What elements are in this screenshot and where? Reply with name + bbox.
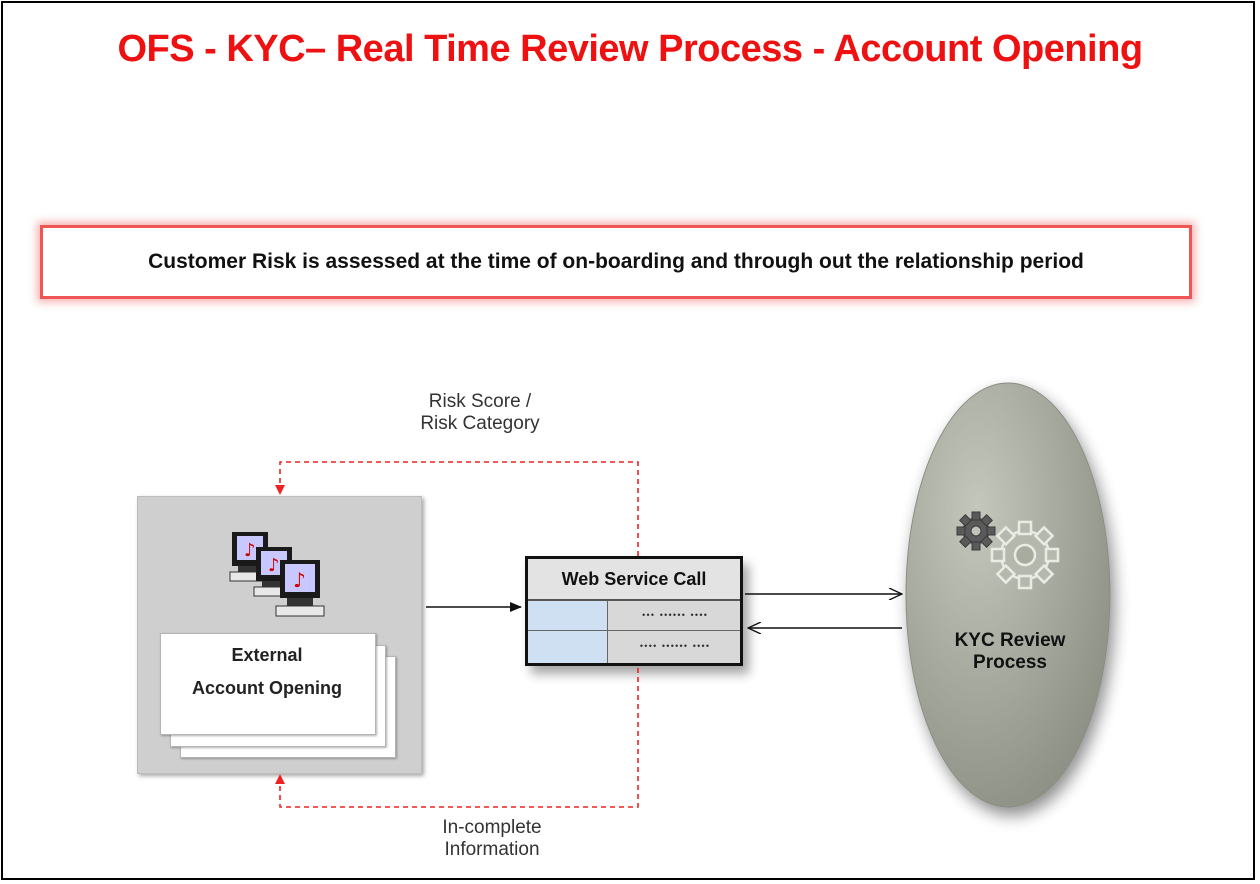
web-service-row-value: •••• •••••• •••• xyxy=(608,631,740,663)
web-service-row-value: ••• •••••• •••• xyxy=(608,601,740,630)
web-service-call-box: Web Service Call ••• •••••• •••• •••• ••… xyxy=(525,556,743,666)
incomplete-information-return-arrow xyxy=(275,668,639,808)
incomplete-line2: Information xyxy=(444,839,540,860)
web-service-row-key xyxy=(528,631,608,663)
page-title: OFS - KYC– Real Time Review Process - Ac… xyxy=(117,28,1143,70)
svg-text:♪: ♪ xyxy=(268,555,280,576)
kyc-review-ellipse xyxy=(905,382,1111,808)
incomplete-information-label: In-complete Information xyxy=(392,817,592,861)
svg-text:♪: ♪ xyxy=(244,540,256,561)
web-service-row-key xyxy=(528,601,608,630)
gears-icon xyxy=(956,511,1060,590)
risk-score-label: Risk Score / Risk Category xyxy=(380,391,580,435)
risk-banner-text: Customer Risk is assessed at the time of… xyxy=(148,250,1084,273)
incomplete-line1: In-complete xyxy=(442,817,542,838)
risk-score-line1: Risk Score / xyxy=(428,391,532,412)
web-service-row: •••• •••••• •••• xyxy=(528,631,740,663)
external-label-line1: External xyxy=(231,645,303,665)
stack-sheet-front xyxy=(160,633,376,735)
svg-text:♪: ♪ xyxy=(293,568,306,592)
web-service-call-label: Web Service Call xyxy=(528,559,740,601)
kyc-review-process-label: KYC Review Process xyxy=(930,630,1090,674)
external-account-opening-label: External Account Opening xyxy=(160,633,374,733)
kyc-label-line2: Process xyxy=(973,652,1047,673)
computer-terminals-icon: ♪ ♪ ♪ xyxy=(229,532,325,617)
risk-score-return-arrow xyxy=(275,461,639,556)
kyc-label-line1: KYC Review xyxy=(954,630,1066,651)
web-service-row: ••• •••••• •••• xyxy=(528,601,740,631)
risk-banner: Customer Risk is assessed at the time of… xyxy=(40,225,1192,299)
risk-score-line2: Risk Category xyxy=(420,413,540,434)
external-label-line2: Account Opening xyxy=(192,678,342,698)
